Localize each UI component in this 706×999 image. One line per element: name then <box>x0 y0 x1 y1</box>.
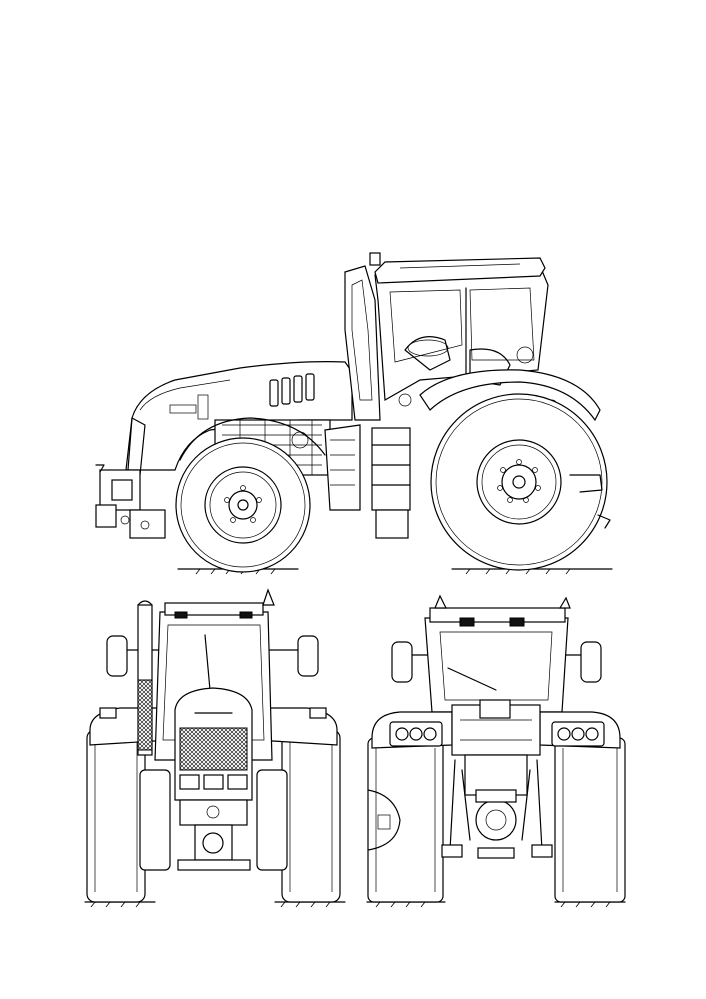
rear-view <box>366 594 626 908</box>
front-left-mirror <box>106 635 128 677</box>
rear-left-wheel <box>367 737 444 903</box>
front-ground-line <box>84 901 346 908</box>
front-right-mirror <box>297 635 319 677</box>
side-rear-wheel <box>430 393 608 571</box>
rear-ground-line <box>366 901 626 908</box>
front-left-wheel <box>86 729 146 903</box>
rear-right-tail-lights <box>551 721 605 747</box>
rear-three-point-hitch <box>441 754 553 859</box>
side-front-wheel <box>175 437 311 573</box>
side-front-linkage <box>95 464 166 539</box>
front-grille <box>179 727 248 771</box>
side-cab-steps <box>371 427 411 539</box>
rear-right-wheel <box>554 737 626 903</box>
side-cab <box>344 252 549 421</box>
rear-left-tail-lights <box>389 721 443 747</box>
side-hood-vents <box>269 373 315 407</box>
rear-left-mirror <box>391 641 413 683</box>
front-view <box>84 588 346 908</box>
side-view <box>95 252 613 575</box>
rear-right-mirror <box>580 641 602 683</box>
front-right-wheel <box>281 729 341 903</box>
